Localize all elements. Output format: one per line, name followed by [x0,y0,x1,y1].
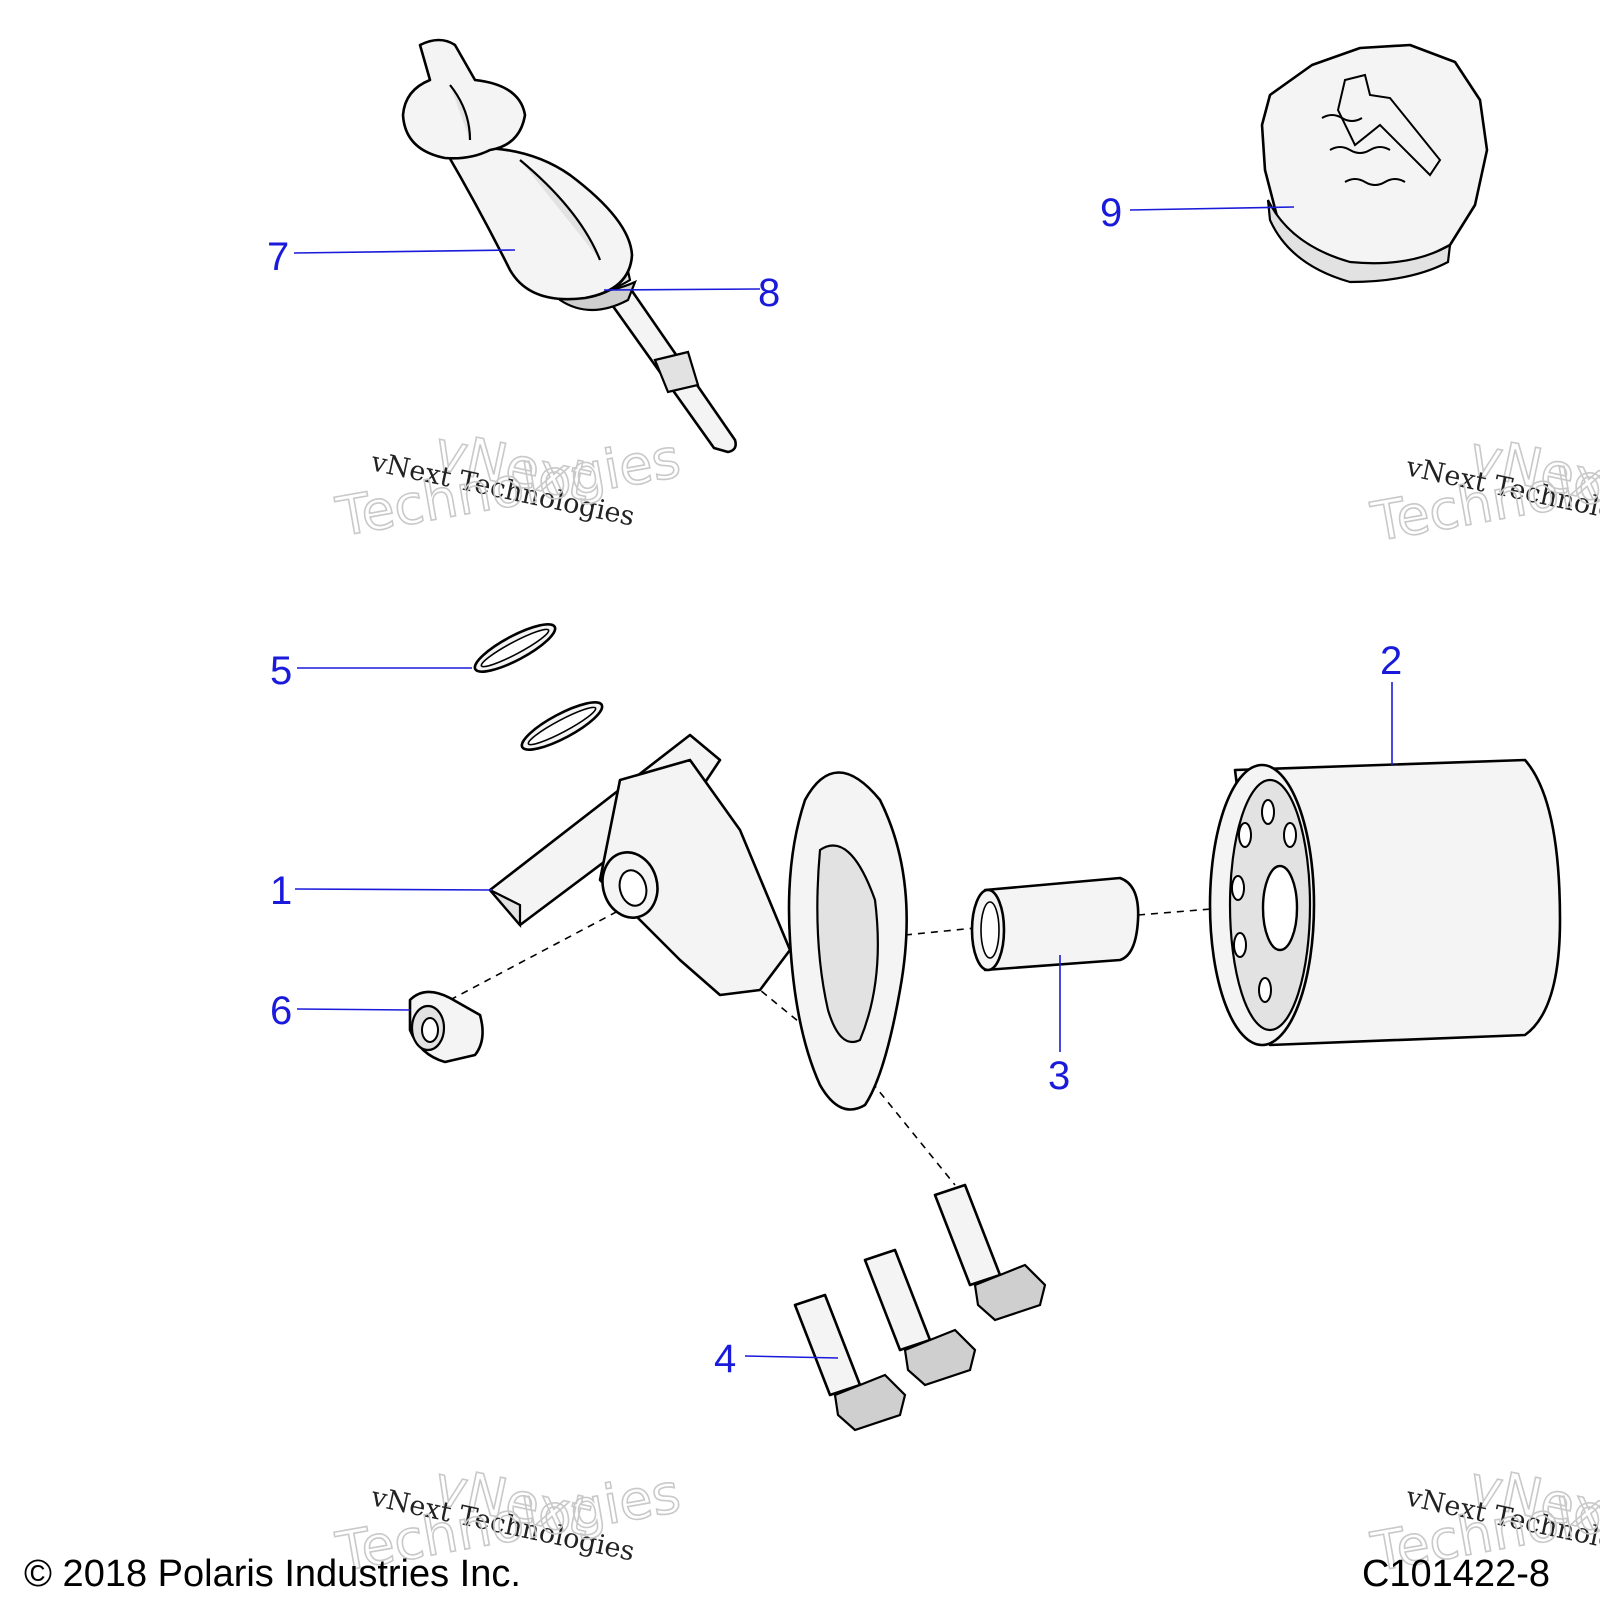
bolt-part [793,1183,1047,1432]
callout-4: 4 [714,1337,736,1381]
assembly-line-bushing [449,909,621,1001]
filter-holes [1231,799,1297,1003]
copyright-notice: © 2018 Polaris Industries Inc. [24,1553,521,1595]
bushing-part [408,990,484,1064]
leader-9 [1129,206,1295,211]
callout-7: 7 [267,235,289,279]
dipstick-part [401,38,737,454]
watermark-top-right: vNext vNext Technologies Technologies [1366,423,1600,555]
callout-3: 3 [1048,1054,1070,1098]
callout-2: 2 [1380,639,1402,683]
callout-5: 5 [270,649,292,693]
filter-adapter-part [488,733,908,1111]
leader-6 [296,1008,411,1011]
oil-filter-part [1208,758,1562,1047]
leader-1 [294,888,493,891]
callout-9: 9 [1100,191,1122,235]
o-ring-part [473,623,604,751]
callout-8: 8 [758,271,780,315]
diagram-code: C101422-8 [1361,1553,1550,1595]
watermark-top-left: vNext vNext Technologies Technologies [331,418,686,550]
leader-7 [293,249,516,254]
leader-4 [744,1355,839,1359]
callout-6: 6 [270,989,292,1033]
assembly-line-tube [904,927,976,936]
fill-cap-part [1260,43,1489,284]
callout-1: 1 [270,869,292,913]
leader-8 [603,288,761,291]
tube-part [970,876,1140,972]
